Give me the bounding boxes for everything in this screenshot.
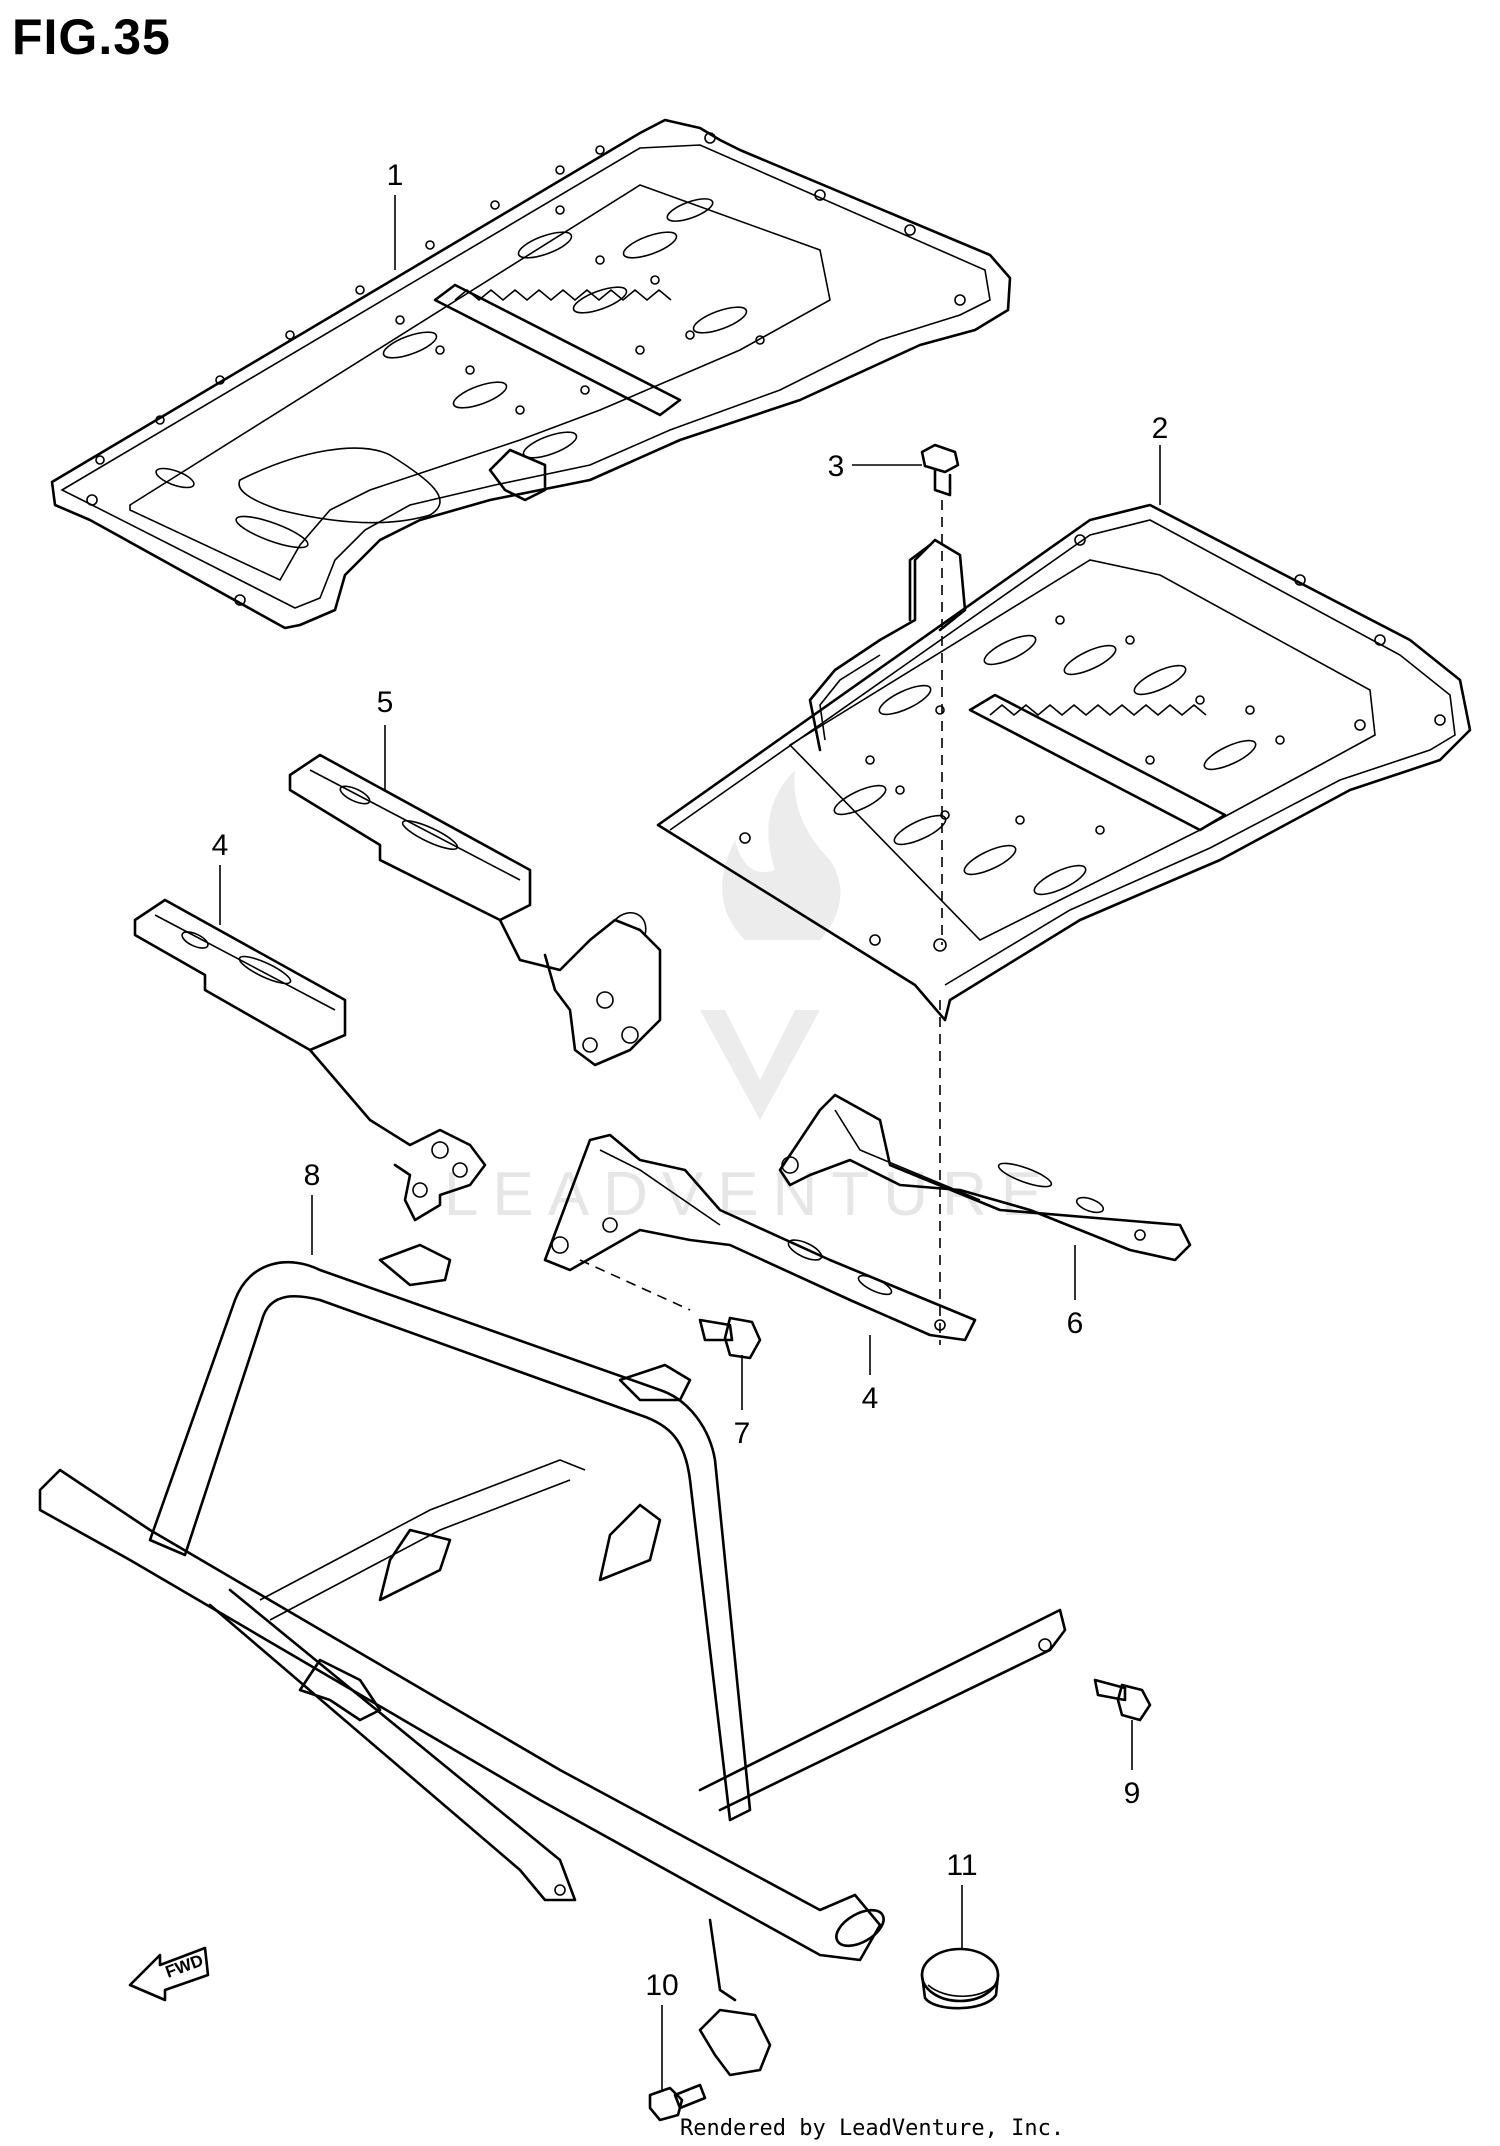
- part-4-bracket-left: [133, 898, 487, 1222]
- callout-8: 8: [304, 1159, 321, 1192]
- callout-5: 5: [377, 686, 394, 719]
- leader-lines: [219, 195, 1161, 2090]
- callout-11: 11: [946, 1849, 977, 1882]
- part-6-bracket: [778, 1093, 1192, 1262]
- part-11-cap: [920, 1947, 1000, 2010]
- fwd-direction-arrow: FWD: [128, 1946, 210, 2002]
- watermark-text: LEADVENTURE: [444, 1160, 1056, 1229]
- callout-7: 7: [734, 1417, 751, 1450]
- part-1-rear-floorboard: [50, 118, 1012, 630]
- part-10-bolt: [648, 2083, 707, 2122]
- footer-credit: Rendered by LeadVenture, Inc.: [680, 2116, 1064, 2141]
- callout-10: 10: [645, 1969, 678, 2002]
- part-9-bolt: [1093, 1678, 1152, 1722]
- watermark: LEADVENTURE: [444, 770, 1056, 1229]
- callout-4-right: 4: [862, 1382, 879, 1415]
- part-7-bolt: [698, 1316, 762, 1360]
- callout-2: 2: [1152, 412, 1169, 445]
- figure-title: FIG.35: [12, 9, 171, 65]
- callout-3: 3: [828, 450, 845, 483]
- callout-6: 6: [1067, 1307, 1084, 1340]
- part-4-bracket-right: [543, 1133, 977, 1342]
- part-8-front-guard: [38, 1243, 1067, 2077]
- callout-9: 9: [1124, 1777, 1141, 1810]
- part-2-front-floorboard: [656, 503, 1472, 1022]
- part-3-bolt: [920, 443, 960, 1345]
- callout-4-left: 4: [212, 829, 229, 862]
- callout-labels: 1 2 3 5 4 8 6 7 4 9 11 10: [212, 159, 1169, 2002]
- part-5-bracket: [288, 753, 662, 1067]
- callout-1: 1: [387, 159, 404, 192]
